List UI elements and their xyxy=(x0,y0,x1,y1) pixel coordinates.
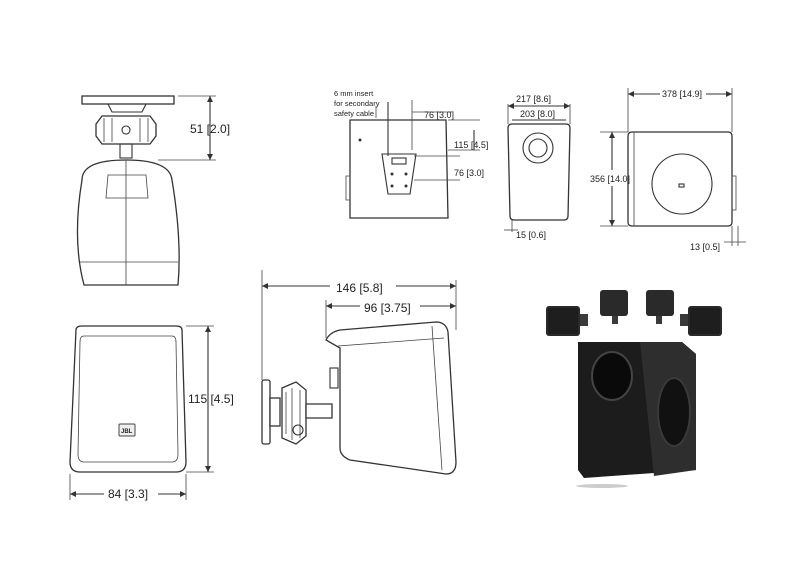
dim-rear-top-offset: 76 [3.0] xyxy=(424,110,454,120)
satellite-speaker-2 xyxy=(600,290,628,324)
dim-side-depth-total: 146 [5.8] xyxy=(336,281,383,295)
dim-sub-side-outer: 217 [8.6] xyxy=(516,94,551,104)
speaker-side-view xyxy=(261,270,457,475)
insert-note-line3: safety cable xyxy=(334,109,374,118)
product-photo xyxy=(546,290,722,488)
dim-sub-front-foot: 13 [0.5] xyxy=(690,242,720,252)
subwoofer-port-front xyxy=(591,351,633,401)
satellite-speaker-3 xyxy=(646,290,674,324)
dim-bracket-height: 51 [2.0] xyxy=(190,122,230,136)
speaker-top-view xyxy=(76,95,216,286)
satellite-speaker-4 xyxy=(680,306,722,336)
dim-sub-side-foot: 15 [0.6] xyxy=(516,230,546,240)
speaker-rear-view xyxy=(345,100,480,219)
dim-sub-side-inner: 203 [8.0] xyxy=(520,109,555,119)
dim-rear-mid-offset: 76 [3.0] xyxy=(454,168,484,178)
dim-sub-front-height: 356 [14.0] xyxy=(590,174,630,184)
dim-sub-front-width: 378 [14.9] xyxy=(662,89,702,99)
dim-front-width: 84 [3.3] xyxy=(108,487,148,501)
front-badge-logo: JBL xyxy=(121,429,133,435)
subwoofer-photo xyxy=(576,342,696,488)
subwoofer-side-view xyxy=(504,103,571,232)
dim-front-height: 115 [4.5] xyxy=(188,392,234,406)
speaker-front-view xyxy=(69,325,214,500)
insert-note-line1: 6 mm insert xyxy=(334,89,374,98)
satellite-speaker-1 xyxy=(546,306,588,336)
dim-rear-height: 115 [4.5] xyxy=(454,140,488,150)
subwoofer-driver-side xyxy=(657,377,691,447)
insert-note-line2: for secondary xyxy=(334,99,380,108)
dim-side-depth-body: 96 [3.75] xyxy=(364,301,411,315)
subwoofer-front-view xyxy=(600,88,746,246)
